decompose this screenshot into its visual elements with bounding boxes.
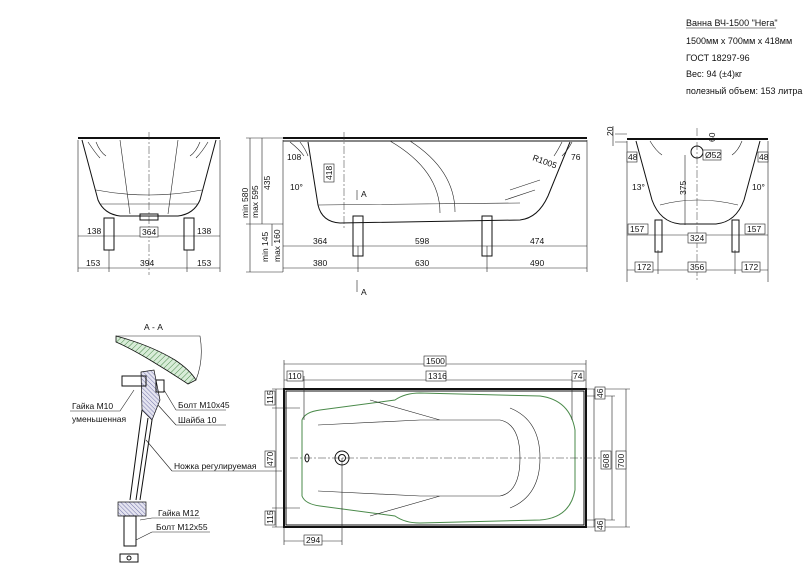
dim-label: 138	[197, 226, 211, 236]
dim-label: 108	[287, 152, 301, 162]
dim-label: 324	[690, 233, 704, 243]
label-nut-m10: Гайка М10	[72, 401, 113, 411]
front-view: A A 108 418 76 10° R1005 min 580 max 595…	[240, 132, 588, 297]
product-volume: полезный объем: 153 литра	[686, 86, 802, 96]
product-weight: Вес: 94 (±4)кг	[686, 69, 743, 79]
section-a-a: А - А Гайка М10 уменьшенная Болт М10х45 …	[70, 322, 282, 563]
dim-label: 138	[87, 226, 101, 236]
dim-label: 490	[530, 258, 544, 268]
dim-label: 418	[324, 166, 334, 180]
dim-label: 153	[197, 258, 211, 268]
dim-label: max 160	[272, 229, 282, 262]
dim-label: 474	[530, 236, 544, 246]
dim-label: 10°	[290, 182, 303, 192]
dim-label: 46	[595, 520, 605, 530]
dim-label: 375	[678, 181, 688, 195]
dim-label: min 580	[240, 187, 250, 218]
dim-label: 608	[601, 454, 611, 468]
section-mark: A	[361, 287, 367, 297]
dim-label: 470	[265, 452, 275, 466]
dim-label: 74	[573, 371, 583, 381]
dim-label: 172	[744, 262, 758, 272]
label-nut-m10-reduced: уменьшенная	[72, 414, 127, 424]
left-end-view: 138 364 138 153 394 153	[77, 132, 221, 275]
label-nut-m12: Гайка М12	[158, 508, 199, 518]
dim-label: 364	[142, 227, 156, 237]
dim-label: 10°	[752, 182, 765, 192]
dim-label: 157	[630, 224, 644, 234]
dim-label: 364	[313, 236, 327, 246]
label-bolt-m10: Болт М10х45	[178, 400, 230, 410]
dim-label: 48	[759, 152, 769, 162]
title-block: Ванна ВЧ-1500 "Нега" 1500мм x 700мм x 41…	[686, 18, 802, 96]
product-standard: ГОСТ 18297-96	[686, 53, 750, 63]
dim-label: 380	[313, 258, 327, 268]
label-washer: Шайба 10	[178, 415, 217, 425]
section-title: А - А	[144, 322, 163, 332]
dim-label: 1316	[428, 371, 447, 381]
product-name: Ванна ВЧ-1500 "Нега"	[686, 18, 778, 28]
dim-label: 60	[707, 132, 717, 142]
dim-label: 394	[140, 258, 154, 268]
dim-label: 46	[595, 388, 605, 398]
dim-label: 172	[637, 262, 651, 272]
dim-label: 630	[415, 258, 429, 268]
dim-label: 76	[571, 152, 581, 162]
dim-label: 13°	[632, 182, 645, 192]
dim-label: 1500	[426, 356, 445, 366]
dim-label: 115	[265, 390, 275, 404]
label-adjustable-leg: Ножка регулируемая	[174, 461, 257, 471]
top-view: 1500 110 1316 74 115 470 115 46 608 700 …	[264, 355, 630, 546]
right-end-view: 20 60 Ø52 48 48 13° 10° 375 157 324 157 …	[605, 126, 769, 282]
dim-label: 598	[415, 236, 429, 246]
dim-label: Ø52	[705, 150, 721, 160]
dim-label: 157	[747, 224, 761, 234]
dim-label: 48	[628, 152, 638, 162]
dim-label: 20	[605, 126, 615, 136]
dim-label: 356	[690, 262, 704, 272]
dim-label: 110	[288, 371, 302, 381]
section-mark: A	[361, 189, 367, 199]
dim-label: 294	[306, 535, 320, 545]
dim-label: 435	[262, 176, 272, 190]
dim-label: min 145	[260, 231, 270, 262]
dim-label: 700	[616, 454, 626, 468]
dim-label: max 595	[250, 185, 260, 218]
dim-label: 115	[265, 510, 275, 524]
product-size: 1500мм x 700мм x 418мм	[686, 36, 792, 46]
dim-label: 153	[86, 258, 100, 268]
label-bolt-m12: Болт М12х55	[156, 522, 208, 532]
